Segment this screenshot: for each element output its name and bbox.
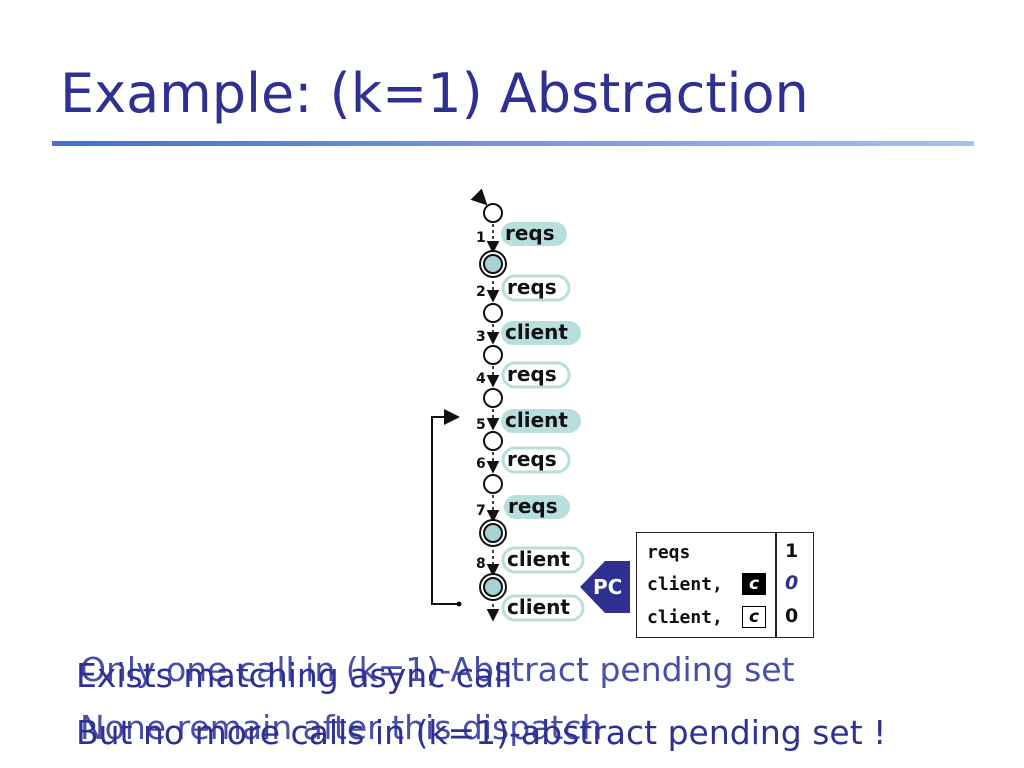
slide-title: Example: (k=1) Abstraction xyxy=(60,62,809,125)
step-label-6: reqs xyxy=(507,447,557,471)
step-label-3: client xyxy=(505,320,568,344)
step-label-8: client xyxy=(507,547,570,571)
state-node-2 xyxy=(483,303,503,323)
step-label-9: client xyxy=(507,595,570,619)
context-badge-filled: c xyxy=(742,573,766,595)
label-pill-6 xyxy=(501,446,571,474)
label-pill-2 xyxy=(501,274,571,302)
entry-arrow xyxy=(470,188,488,206)
state-node-3 xyxy=(483,345,503,365)
pc-label: PC xyxy=(593,575,622,599)
step-label-5: client xyxy=(505,408,568,432)
label-pill-8 xyxy=(501,546,585,574)
state-node-5 xyxy=(483,431,503,451)
loop-origin-dot xyxy=(456,601,462,607)
caption-ghost-line-1: Only one call in (k=1)-Abstract pending … xyxy=(80,650,795,689)
state-node-1 xyxy=(483,254,503,274)
table-row-count-2: 0 xyxy=(785,572,799,594)
step-label-2: reqs xyxy=(507,275,557,299)
table-row-count-3: 0 xyxy=(785,605,799,627)
table-row-label-3: client, xyxy=(647,607,723,628)
loop-back-arrow xyxy=(431,409,460,605)
pending-set-table xyxy=(636,532,814,638)
label-pill-3 xyxy=(501,321,581,345)
label-pill-9 xyxy=(501,594,585,622)
table-divider xyxy=(775,532,777,638)
state-node-8 xyxy=(483,577,503,597)
title-rule xyxy=(52,141,974,146)
context-badge-outline: c xyxy=(742,606,766,628)
label-pill-4 xyxy=(501,361,571,389)
step-label-1: reqs xyxy=(505,221,555,245)
step-number-3: 3 xyxy=(476,329,486,345)
step-label-4: reqs xyxy=(507,362,557,386)
step-label-7: reqs xyxy=(508,494,558,518)
label-pill-1 xyxy=(501,222,567,246)
caption-line-2: But no more calls in (k=1)-abstract pend… xyxy=(76,713,887,752)
step-number-5: 5 xyxy=(476,417,486,433)
step-number-4: 4 xyxy=(476,371,486,387)
caption-line-1: Exists matching async call xyxy=(76,656,513,695)
step-number-8: 8 xyxy=(476,556,486,572)
state-node-6 xyxy=(483,474,503,494)
step-number-7: 7 xyxy=(476,503,486,519)
label-pill-7 xyxy=(504,495,570,519)
table-row-count-1: 1 xyxy=(785,540,799,562)
label-pill-5 xyxy=(501,409,581,433)
table-row-label-2: client, xyxy=(647,574,723,595)
state-node-7 xyxy=(483,523,503,543)
step-number-2: 2 xyxy=(476,284,486,300)
pc-pointer-arrow xyxy=(580,561,630,613)
table-row-label-1: reqs xyxy=(647,542,691,563)
step-number-6: 6 xyxy=(476,456,486,472)
state-node-0 xyxy=(483,203,503,223)
caption-ghost-line-2: None remain after this dispatch xyxy=(80,708,603,747)
state-node-4 xyxy=(483,388,503,408)
step-number-1: 1 xyxy=(476,230,486,246)
